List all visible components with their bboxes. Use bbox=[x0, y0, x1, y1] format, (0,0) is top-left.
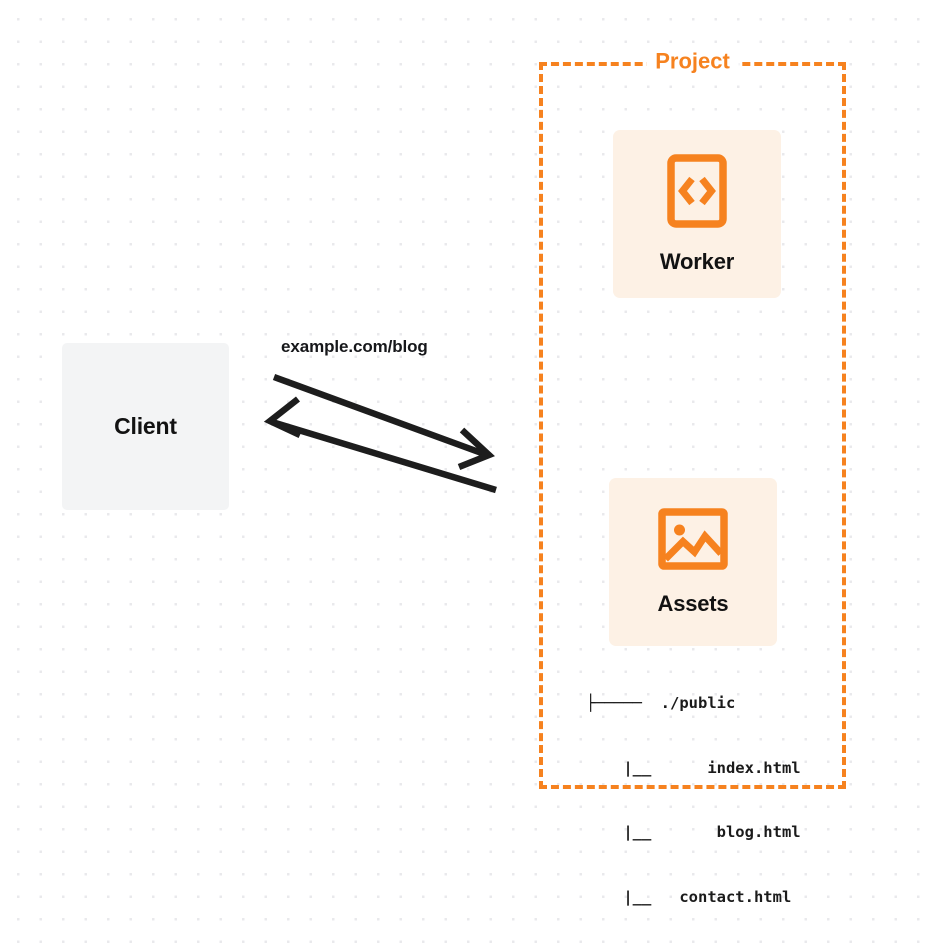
image-icon bbox=[658, 507, 728, 575]
file-tree-line: |__ blog.html bbox=[586, 823, 801, 841]
group-project: Project bbox=[539, 50, 846, 789]
node-client[interactable]: Client bbox=[62, 343, 229, 510]
diagram-canvas: Client example.com/blog Project Worker bbox=[62, 50, 846, 906]
connector-label: example.com/blog bbox=[281, 337, 428, 356]
node-assets[interactable]: Assets bbox=[609, 478, 777, 646]
node-assets-label: Assets bbox=[657, 590, 729, 616]
group-project-title: Project bbox=[646, 50, 739, 73]
file-tree-line: |__ index.html bbox=[586, 758, 801, 777]
asset-file-tree: ├───── ./public |__ index.html |__ blog.… bbox=[586, 650, 801, 951]
node-worker[interactable]: Worker bbox=[613, 130, 781, 298]
code-brackets-icon bbox=[667, 153, 727, 233]
connector-arrows bbox=[263, 373, 497, 494]
node-worker-label: Worker bbox=[659, 248, 735, 274]
node-client-label: Client bbox=[114, 413, 177, 439]
response-arrow-icon bbox=[263, 396, 497, 494]
request-arrow-icon bbox=[272, 373, 495, 471]
file-tree-line: ├───── ./public bbox=[586, 694, 736, 712]
file-tree-line: |__ contact.html bbox=[586, 887, 792, 906]
